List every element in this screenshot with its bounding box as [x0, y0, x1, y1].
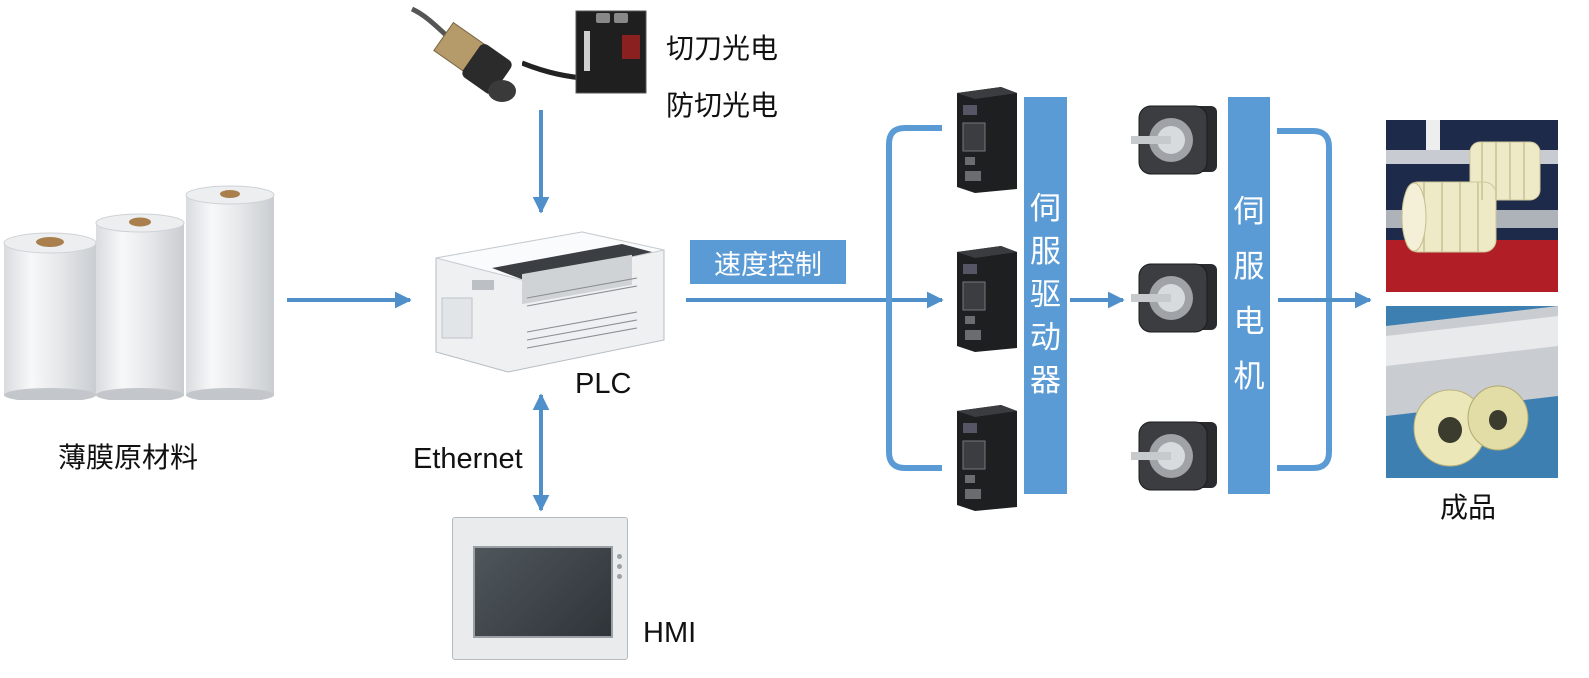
- servo-driver-char: 伺: [1030, 191, 1061, 227]
- hmi-indicator: [617, 564, 622, 569]
- servo-driver-icon: [955, 244, 1020, 352]
- servo-motor-icon: [1127, 416, 1222, 496]
- servo-driver-char: 器: [1030, 363, 1061, 399]
- proximity-sensor-icon: [410, 5, 522, 110]
- hmi-label: HMI: [643, 617, 697, 649]
- sensor-cut-label: 切刀光电: [666, 32, 779, 65]
- film-roll-icon: [0, 185, 285, 400]
- servo-motor-char: 服: [1233, 249, 1265, 285]
- sensor-anticut-label: 防切光电: [666, 89, 779, 122]
- servo-motor-char: 机: [1233, 359, 1265, 395]
- plc-label: PLC: [575, 368, 632, 400]
- driver-bracket: [886, 125, 942, 471]
- servo-driver-char: 服: [1030, 234, 1061, 270]
- servo-motor-icon: [1127, 258, 1222, 338]
- servo-driver-icon: [955, 85, 1020, 193]
- hmi-indicator: [617, 574, 622, 579]
- speed-control-label: 速度控制: [714, 249, 822, 281]
- product-photo: [1386, 306, 1558, 478]
- product-label: 成品: [1440, 491, 1497, 524]
- speed-control-box: 速度控制: [690, 240, 846, 284]
- hmi-panel-icon: [452, 517, 628, 660]
- servo-driver-char: 动: [1030, 320, 1061, 356]
- servo-driver-label-box: 伺 服 驱 动 器: [1024, 97, 1067, 494]
- hmi-screen: [473, 546, 613, 638]
- ethernet-label: Ethernet: [413, 443, 523, 475]
- product-photo: [1386, 120, 1558, 292]
- servo-motor-icon: [1127, 100, 1222, 180]
- hmi-indicator: [617, 554, 622, 559]
- servo-motor-char: 伺: [1233, 194, 1265, 230]
- servo-driver-icon: [955, 403, 1020, 511]
- photoelectric-sensor-icon: [522, 5, 652, 105]
- raw-material-label: 薄膜原材料: [58, 441, 199, 474]
- servo-motor-char: 电: [1233, 304, 1265, 340]
- plc-icon: [432, 228, 667, 373]
- servo-driver-char: 驱: [1030, 277, 1061, 313]
- servo-motor-label-box: 伺 服 电 机: [1228, 97, 1270, 494]
